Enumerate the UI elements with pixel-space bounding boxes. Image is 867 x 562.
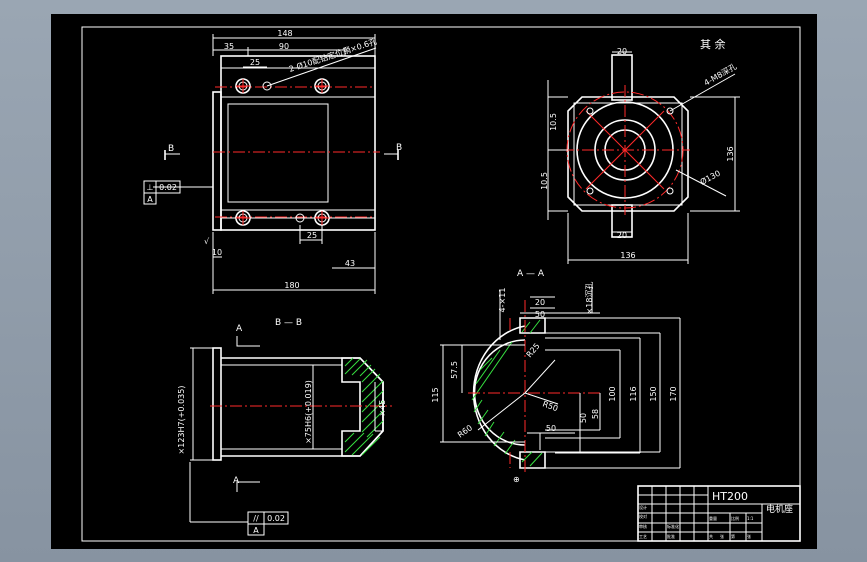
end-view-flange	[567, 96, 689, 212]
section-aa-title: A — A	[517, 269, 545, 279]
dim-aa-100: 100	[608, 386, 617, 401]
remaining-note: 其 余	[700, 37, 726, 51]
front-view-flange	[212, 91, 222, 231]
drawing-sheet: 148 35 90 25 2-Ø10配钻定位销×0.6孔 25 10 43 18…	[51, 14, 817, 549]
thread-hole	[586, 187, 594, 195]
title-cell: 比例	[731, 515, 739, 521]
title-cell: 审核	[639, 523, 647, 529]
dim-bore-75: ×75H6(+0.019)	[304, 380, 313, 444]
front-view-window	[227, 103, 329, 203]
pin-hole	[295, 213, 305, 223]
section-mark-b-right: B	[396, 143, 402, 153]
title-cell: 第	[731, 533, 735, 539]
dim-aa-r25: R25	[525, 341, 542, 359]
title-cell: 重量	[709, 515, 717, 521]
section-mark-b-left: B	[168, 144, 174, 154]
bb-outline	[221, 357, 384, 457]
dim-148: 148	[277, 29, 292, 38]
dim-aa-57-5: 57.5	[450, 361, 459, 379]
dim-10-5-top: 10.5	[549, 113, 558, 131]
dim-25-top: 25	[250, 58, 260, 67]
dim-aa-58: 58	[591, 409, 600, 419]
dim-diameter-130: Ø130	[698, 168, 722, 187]
svg-text:0.02: 0.02	[267, 514, 285, 523]
dim-diameter-45: ×45	[378, 400, 387, 417]
dim-35: 35	[224, 42, 234, 51]
dim-aa-116: 116	[629, 386, 638, 401]
dim-aa-50-mid: 50	[579, 413, 588, 423]
bb-dimension-lines	[189, 347, 383, 522]
dim-aa-r50: R50	[541, 399, 559, 413]
section-bb: B — B A A	[177, 318, 392, 536]
dim-bore-123: ×123H7(+0.035)	[177, 386, 186, 455]
end-view: 其 余	[540, 37, 740, 264]
parallelism-frame: // 0.02 A	[190, 511, 289, 536]
dim-136-bottom: 136	[620, 251, 635, 260]
svg-text:A: A	[147, 195, 153, 204]
front-view-body	[220, 55, 376, 231]
title-cell: 1:1	[747, 516, 754, 521]
dim-holes-11: 4-×11	[498, 288, 507, 313]
dim-90: 90	[279, 42, 289, 51]
end-view-inner-square	[573, 102, 683, 206]
title-cell: 共	[709, 533, 713, 539]
front-view-dimension-lines	[153, 34, 377, 294]
dim-aa-18: ×18沉孔	[585, 282, 594, 315]
dim-aa-50-bottom: 50	[546, 424, 556, 433]
perpendicularity-frame: ⊥ 0.02 A	[143, 180, 181, 205]
dim-10: 10	[212, 248, 222, 257]
title-cell: 标准化	[667, 523, 679, 529]
dim-aa-150: 150	[649, 386, 658, 401]
drawing-frame	[81, 26, 801, 542]
end-view-top-tab	[611, 54, 633, 101]
dim-20-top: 20	[617, 47, 627, 56]
bb-flange	[212, 347, 222, 461]
thread-hole	[666, 187, 674, 195]
dim-180: 180	[284, 281, 299, 290]
dim-136-right: 136	[726, 146, 735, 161]
title-block: HT200 电机座 设计 校对 审核 工艺 标准化 批准 重量 比例 1:1 共…	[637, 485, 801, 542]
section-arrow-top: A	[236, 324, 243, 334]
title-cell: 张	[747, 533, 751, 539]
section-bb-title: B — B	[275, 318, 302, 328]
title-cell: 校对	[639, 513, 647, 519]
bb-hatch	[344, 357, 384, 456]
thread-hole	[666, 107, 674, 115]
section-arrow-bottom: A	[233, 476, 240, 486]
thread-hole	[586, 107, 594, 115]
pin-hole	[262, 81, 272, 91]
aa-surface-mark: ⊕	[513, 475, 520, 484]
front-view: 148 35 90 25 2-Ø10配钻定位销×0.6孔 25 10 43 18…	[143, 29, 402, 294]
svg-text:⊥: ⊥	[147, 183, 154, 192]
title-cell: 张	[720, 533, 724, 539]
surface-roughness-mark: √	[204, 237, 210, 246]
dim-aa-115: 115	[431, 387, 440, 402]
svg-text:A: A	[253, 526, 259, 535]
dim-aa-170: 170	[669, 386, 678, 401]
drawing-canvas: 148 35 90 25 2-Ø10配钻定位销×0.6孔 25 10 43 18…	[81, 26, 801, 542]
dim-25-bottom: 25	[307, 231, 317, 240]
aa-dimension-lines	[440, 285, 681, 469]
end-view-dimension-lines	[547, 51, 740, 264]
aa-hatch	[471, 319, 543, 467]
title-cell: 工艺	[639, 534, 647, 539]
dim-aa-50-top: 50	[535, 310, 545, 319]
dim-aa-20: 20	[535, 298, 545, 307]
dim-20-bottom: 20	[617, 231, 627, 240]
svg-text://: //	[253, 514, 259, 523]
part-name: 电机座	[766, 503, 793, 515]
title-cell: 批准	[667, 533, 675, 539]
dim-10-5-bottom: 10.5	[540, 172, 549, 190]
section-aa: A — A	[431, 269, 681, 484]
title-cell: 设计	[639, 504, 647, 510]
dim-aa-r60: R60	[456, 423, 474, 439]
svg-text:0.02: 0.02	[159, 183, 177, 192]
dim-43: 43	[345, 259, 355, 268]
material-label: HT200	[712, 490, 748, 503]
